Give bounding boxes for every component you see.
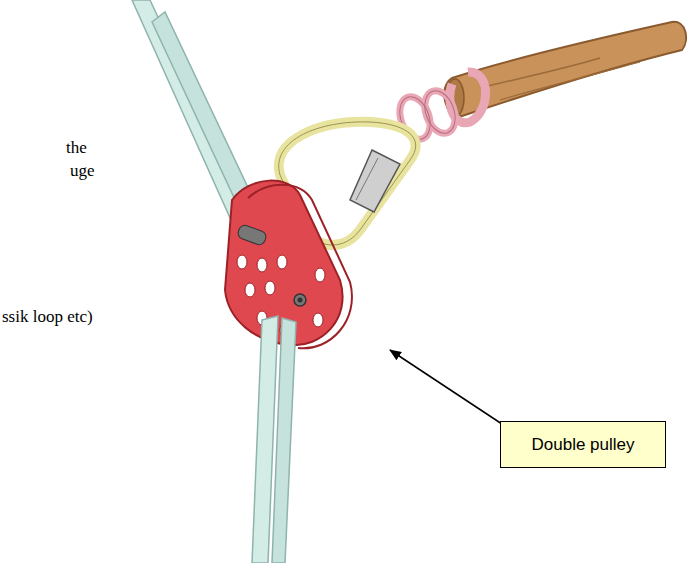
- pulley-hole: [313, 313, 323, 327]
- leader-arrow: [390, 350, 508, 428]
- pulley-hole: [315, 268, 325, 282]
- pulley-hole: [257, 258, 267, 272]
- pulley-hole: [245, 283, 255, 297]
- pulley-hole: [277, 255, 287, 269]
- pulley-hole: [265, 281, 275, 295]
- callout-text: Double pulley: [531, 435, 634, 455]
- pulley-hole: [237, 255, 247, 269]
- callout-box: Double pulley: [500, 421, 666, 468]
- note-text: ssik loop etc): [2, 307, 93, 327]
- note-text: uge: [70, 161, 95, 181]
- note-text: the: [66, 138, 87, 158]
- rope: [252, 316, 296, 563]
